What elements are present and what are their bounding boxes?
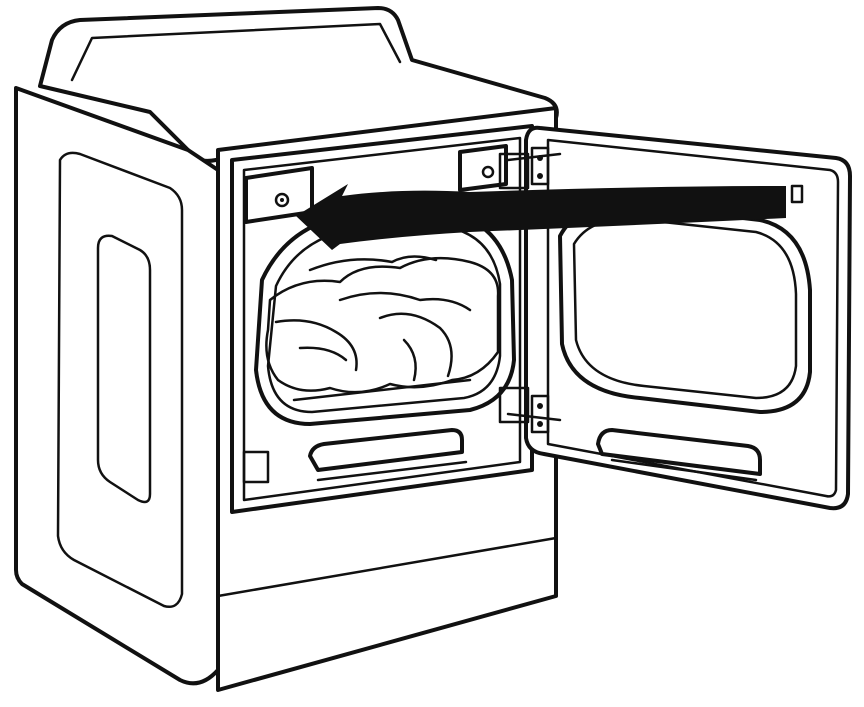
dryer-cabinet [14,6,559,692]
door-hinge-bottom [498,386,562,434]
dryer-side-panel [14,86,220,686]
door-handle-slot [596,428,762,476]
side-window [96,234,152,504]
front-vent-slot [308,428,464,472]
dryer-front-face [216,106,558,692]
reverse-door-arrow-icon [296,184,786,250]
dryer-door [498,125,852,511]
hinge-receptacle-right [458,144,508,192]
door-opening-frame [230,124,534,514]
lint-indicator [242,450,270,484]
door-hinge-top [498,146,562,190]
laundry-in-drum [265,255,500,402]
